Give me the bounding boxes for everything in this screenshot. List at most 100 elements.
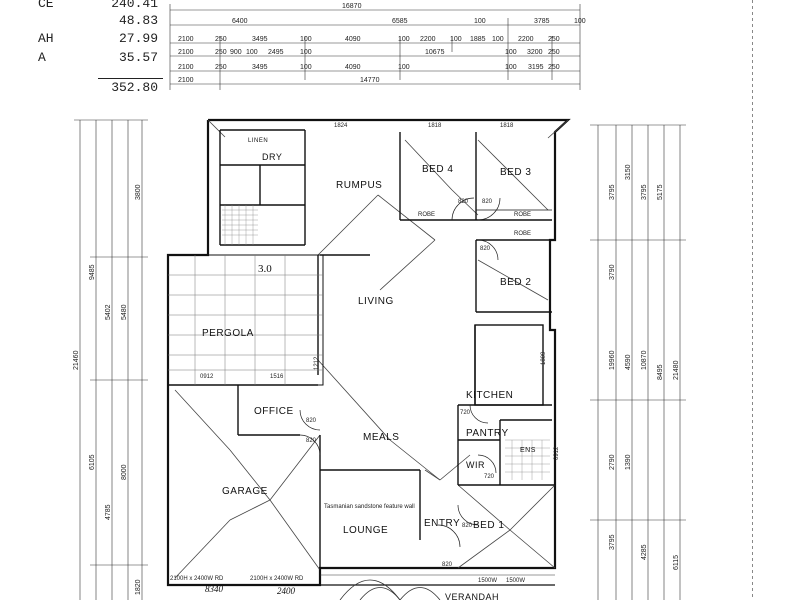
room-label-linen: LINEN [248,138,268,144]
door-label: 820 [442,562,453,568]
area-row: CE 240.41 [38,0,158,12]
room-label-verandah: VERANDAH [445,592,499,600]
dim-label: 6585 [392,18,408,25]
dim-label: 3785 [534,18,550,25]
dim-label: 100 [246,49,258,56]
dim-label: 1885 [470,36,486,43]
pergola-size-note: 3.0 [258,263,272,275]
window-note: 1500W [478,578,497,584]
dim-label: 100 [300,49,312,56]
dim-label: 2100 [178,64,194,71]
garage-door-note: 2100H x 2400W RD [250,576,304,582]
right-dimensions [590,124,686,600]
dim-label: 3800 [135,184,142,200]
top-dimension-labels: 16870 6400 6585 100 3785 100 2100 250 34… [178,3,586,84]
dim-label: 6115 [673,555,680,570]
room-label-garage: GARAGE [222,486,268,497]
handwritten-note: 8340 [205,584,224,594]
sill-label: 0912 [200,374,214,380]
dim-label: 250 [215,36,227,43]
window-width-label: 1824 [334,123,348,129]
top-dimensions [169,4,581,90]
entry-arcs [320,574,555,600]
dim-label: 4285 [641,544,648,560]
room-label-entry: ENTRY [424,518,460,529]
dim-label: 3795 [609,534,616,550]
dim-label: 100 [492,36,504,43]
dim-label: 5402 [105,304,112,320]
room-label-dry: DRY [262,152,282,162]
area-value: 27.99 [118,31,158,46]
dim-label: 19960 [609,350,616,370]
robe-label: ROBE [514,231,531,237]
door-label: 820 [462,523,473,529]
dim-label: 2100 [178,36,194,43]
dim-label: 2200 [420,36,436,43]
area-row: 48.83 [38,13,158,29]
dim-label: 2790 [609,454,616,470]
dim-label: 250 [548,49,560,56]
dim-label: 3495 [252,36,268,43]
area-value: 240.41 [111,0,158,11]
window-width-label: 1818 [428,123,442,129]
page-margin-line [752,0,753,600]
dim-label: 14770 [360,77,380,84]
dim-label: 3195 [528,64,544,71]
dim-label: 3495 [252,64,268,71]
room-label-bed1: BED 1 [473,520,504,531]
room-label-ens: ENS [520,447,536,454]
dim-label: 3200 [527,49,543,56]
door-label: 820 [458,199,469,205]
dim-label: 2200 [518,36,534,43]
dim-label: 250 [215,64,227,71]
door-label: 820 [306,418,317,424]
area-total-row: 352.80 [38,80,158,96]
dim-label: 3790 [609,264,616,280]
room-label-office: OFFICE [254,406,294,417]
dim-label: 3150 [625,164,632,180]
dim-label: 100 [505,64,517,71]
area-label: CE [38,0,54,11]
dim-label: 4090 [345,64,361,71]
dim-label: 100 [398,64,410,71]
sill-label: 1212 [314,356,320,370]
door-label: 820 [480,246,491,252]
room-label-pantry: PANTRY [466,428,509,439]
room-label-rumpus: RUMPUS [336,180,382,191]
dim-label: 4590 [625,354,632,370]
dim-label: 5175 [657,184,664,200]
dim-label: 2495 [268,49,284,56]
dim-label: 6400 [232,18,248,25]
left-dimensions [74,119,148,600]
dim-label: 9485 [89,264,96,280]
dim-label: 100 [450,36,462,43]
area-total-rule [98,78,163,79]
room-label-living: LIVING [358,296,394,307]
dim-label: 21460 [73,350,80,370]
area-total: 352.80 [111,80,158,95]
pergola-hatch [168,255,323,385]
door-width-labels: 820 820 820 820 820 820 820 720 720 ROBE… [306,199,531,568]
dim-label: 2100 [178,49,194,56]
dim-label: 1820 [135,579,142,595]
area-label: AH [38,31,54,46]
door-label: 820 [306,438,317,444]
room-label-meals: MEALS [363,432,399,443]
robe-label: ROBE [514,212,531,218]
sill-label: 1809 [541,351,547,365]
dim-label: 100 [574,18,586,25]
dim-label: 8000 [121,464,128,480]
area-value: 35.57 [118,50,158,65]
window-width-label: 1818 [500,123,514,129]
dim-label: 10675 [425,49,445,56]
dim-overall: 16870 [342,3,362,10]
dim-label: 1390 [625,454,632,470]
window-note: 1500W [506,578,525,584]
room-label-kitchen: KITCHEN [466,390,513,401]
dim-label: 250 [548,64,560,71]
sill-label: 1516 [270,374,284,380]
dim-label: 3795 [609,184,616,200]
dim-label: 100 [300,64,312,71]
dim-label: 4785 [105,504,112,520]
